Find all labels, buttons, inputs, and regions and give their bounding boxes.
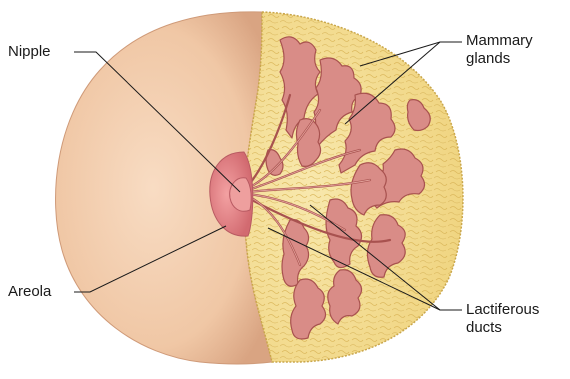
lactiferous-ducts-label: Lactiferous ducts — [466, 301, 539, 337]
areola-label: Areola — [8, 283, 51, 301]
nipple-label-text: Nipple — [8, 43, 51, 61]
lactiferous-label-line2: ducts — [466, 319, 539, 337]
areola-label-text: Areola — [8, 283, 51, 301]
mammary-label-line1: Mammary — [466, 32, 533, 50]
lactiferous-label-line1: Lactiferous — [466, 301, 539, 319]
mammary-glands-label: Mammary glands — [466, 32, 533, 68]
mammary-label-line2: glands — [466, 50, 533, 68]
nipple-label: Nipple — [8, 43, 51, 61]
